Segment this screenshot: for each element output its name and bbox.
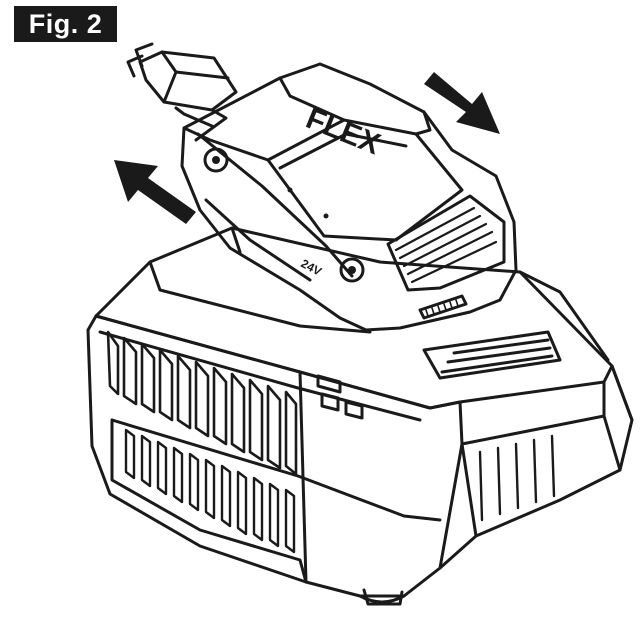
charger-side-vents xyxy=(478,434,556,522)
arrow-insert-icon xyxy=(114,160,196,224)
arrow-remove-icon xyxy=(424,72,500,134)
led-window-3 xyxy=(316,374,342,394)
charger-outline xyxy=(86,314,634,598)
plug-icon xyxy=(126,42,238,142)
battery-latch-left xyxy=(203,147,229,173)
battery-body xyxy=(180,62,518,332)
figure-label: Fig. 2 xyxy=(14,6,117,42)
led-window-1 xyxy=(320,392,340,412)
battery-contacts xyxy=(418,294,468,320)
battery-brand: FLEX xyxy=(301,102,384,161)
charger-lower-vents xyxy=(124,428,296,554)
battery-grip-ribs xyxy=(386,194,506,292)
charger-top-surface xyxy=(94,226,614,410)
charger-base xyxy=(86,226,634,606)
led-window-2 xyxy=(344,400,364,420)
battery-latch-right xyxy=(339,257,365,283)
charger-upper-vents xyxy=(106,330,298,476)
